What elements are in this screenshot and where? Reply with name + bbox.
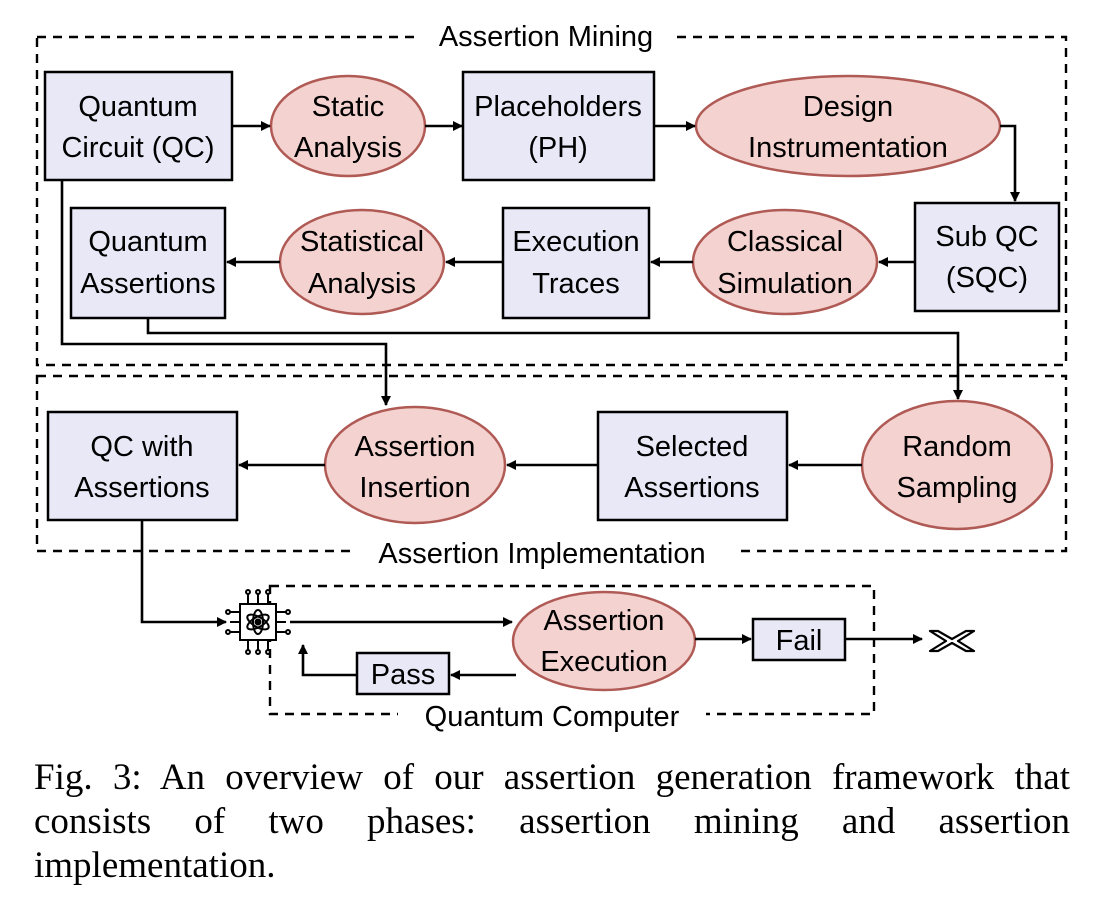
edge-assertions-to-sampling — [146, 318, 963, 400]
svg-text:Instrumentation: Instrumentation — [748, 132, 948, 164]
svg-text:Assertions: Assertions — [74, 472, 209, 504]
svg-text:QC with: QC with — [90, 431, 193, 463]
svg-text:Statistical: Statistical — [300, 226, 424, 258]
svg-text:Assertion: Assertion — [544, 605, 665, 637]
svg-text:Assertions: Assertions — [80, 268, 215, 300]
svg-text:Random: Random — [902, 431, 1012, 463]
statistical-analysis-node: Statistical Analysis — [278, 208, 446, 316]
assertion-insertion-node: Assertion Insertion — [323, 405, 507, 525]
svg-text:Design: Design — [803, 91, 893, 123]
execution-traces-node: Execution Traces — [501, 206, 651, 320]
edge-pass-to-chip — [298, 644, 357, 677]
svg-text:(SQC): (SQC) — [946, 262, 1028, 294]
svg-text:Analysis: Analysis — [294, 132, 402, 164]
svg-text:Assertion: Assertion — [355, 431, 476, 463]
selected-assertions-node: Selected Assertions — [596, 410, 789, 522]
sub-qc-node: Sub QC (SQC) — [913, 201, 1061, 313]
assertion-implementation-label: Assertion Implementation — [378, 538, 705, 570]
cross-icon — [928, 629, 976, 653]
figure-caption: Fig. 3: An overview of our assertion gen… — [34, 757, 1070, 886]
svg-text:Sub QC: Sub QC — [935, 221, 1038, 253]
framework-diagram: Assertion Mining Assertion Implementatio… — [35, 21, 1068, 733]
edge-design-to-subqc — [1000, 124, 1020, 202]
svg-text:Assertions: Assertions — [624, 472, 759, 504]
svg-text:Simulation: Simulation — [717, 268, 852, 300]
svg-text:Placeholders: Placeholders — [474, 91, 642, 123]
svg-text:Execution: Execution — [540, 646, 667, 678]
svg-text:Execution: Execution — [512, 226, 639, 258]
fail-node: Fail — [751, 617, 847, 662]
qc-with-assertions-node: QC with Assertions — [46, 410, 239, 522]
svg-text:Classical: Classical — [727, 226, 843, 258]
random-sampling-node: Random Sampling — [860, 399, 1054, 531]
svg-text:(PH): (PH) — [528, 132, 588, 164]
svg-text:Fail: Fail — [776, 625, 823, 657]
static-analysis-node: Static Analysis — [269, 74, 427, 178]
svg-text:Traces: Traces — [532, 268, 620, 300]
edge-qcwa-to-chip — [140, 520, 227, 627]
svg-text:Circuit (QC): Circuit (QC) — [61, 132, 214, 164]
edge-qc-to-insertion — [60, 180, 391, 406]
assertion-execution-node: Assertion Execution — [511, 590, 697, 692]
design-instrumentation-node: Design Instrumentation — [694, 74, 1002, 178]
svg-text:Analysis: Analysis — [308, 268, 416, 300]
svg-text:Insertion: Insertion — [359, 472, 470, 504]
svg-text:Static: Static — [312, 91, 385, 123]
svg-text:Pass: Pass — [371, 659, 435, 691]
quantum-assertions-node: Quantum Assertions — [69, 206, 227, 320]
classical-simulation-node: Classical Simulation — [691, 208, 879, 316]
quantum-circuit-node: Quantum Circuit (QC) — [43, 70, 234, 182]
placeholders-node: Placeholders (PH) — [461, 70, 656, 182]
svg-text:Selected: Selected — [636, 431, 749, 463]
quantum-computer-label: Quantum Computer — [425, 701, 680, 733]
svg-text:Quantum: Quantum — [78, 91, 197, 123]
assertion-mining-label: Assertion Mining — [439, 21, 653, 53]
svg-text:Quantum: Quantum — [88, 226, 207, 258]
quantum-chip-icon — [225, 589, 291, 655]
pass-node: Pass — [355, 651, 451, 696]
svg-text:Sampling: Sampling — [897, 472, 1018, 504]
